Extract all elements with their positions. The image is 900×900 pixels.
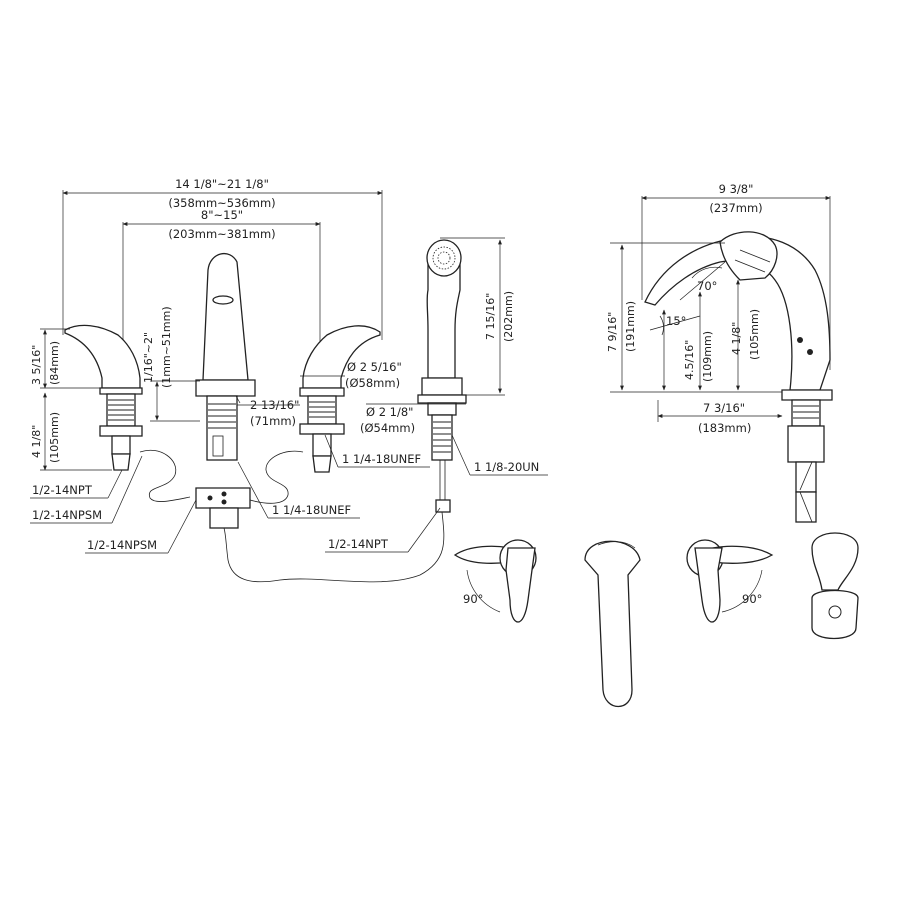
npt-left-label: 1/2-14NPT	[32, 483, 93, 497]
sprayer-base-dia-dimension: Ø 2 1/8" (Ø54mm)	[360, 403, 466, 435]
spout-top	[584, 540, 641, 707]
side-total-height-label: 7 9/16"	[606, 312, 619, 352]
side-width-mm-label: (237mm)	[709, 201, 762, 215]
side-width-dimension: 9 3/8" (237mm)	[641, 182, 831, 370]
side-view: 9 3/8" (237mm) 7 9/16"	[606, 182, 833, 523]
handle-height-dimension: 3 5/16" (84mm)	[30, 328, 100, 389]
side-width-label: 9 3/8"	[719, 182, 754, 196]
shank-height-dimension: 4 1/8" (105mm)	[30, 392, 112, 471]
top-view: 90° 90°	[453, 532, 859, 707]
angle-tilt-label: 15°	[666, 314, 686, 328]
side-reach-dimension: 7 3/16" (183mm)	[657, 400, 783, 435]
overall-width-dimension: 14 1/8"~21 1/8" (358mm~536mm)	[62, 177, 383, 340]
side-total-height-dimension: 7 9/16" (191mm)	[606, 242, 782, 393]
spout-center	[195, 252, 256, 529]
handle-height-mm-label: (84mm)	[48, 341, 61, 385]
side-spout-height-dimension: 4 1/8" (105mm)	[730, 279, 761, 391]
handle-height-label: 3 5/16"	[30, 345, 43, 385]
side-spout-height-mm-label: (105mm)	[748, 309, 761, 360]
npsm-center-label: 1/2-14NPSM	[87, 538, 157, 552]
sprayer-top	[811, 532, 859, 640]
spray-head-dots-icon	[432, 246, 456, 270]
right-handle-valve	[249, 325, 381, 504]
hand-sprayer	[223, 239, 467, 583]
left-rotation-label: 90°	[463, 592, 483, 606]
side-reach-label: 7 3/16"	[703, 401, 745, 415]
right-rotation-label: 90°	[742, 592, 762, 606]
side-outlet-height-label: 4.5/16"	[683, 340, 696, 380]
side-spout-height-label: 4 1/8"	[730, 322, 743, 355]
handle-base-dia-mm-label: (Ø58mm)	[345, 376, 400, 390]
sprayer-height-label: 7 15/16"	[484, 293, 497, 340]
center-width-mm-label: (203mm~381mm)	[168, 227, 275, 241]
center-width-dimension: 8"~15" (203mm~381mm)	[122, 208, 321, 345]
sprayer-base-dia-label: Ø 2 1/8"	[366, 405, 413, 419]
deck-thickness-label: 1/16"~2"	[142, 332, 155, 383]
side-reach-mm-label: (183mm)	[698, 421, 751, 435]
shank-height-label: 4 1/8"	[30, 425, 43, 458]
left-handle-top: 90°	[453, 539, 537, 623]
unef-right-valve-label: 1 1/4-18UNEF	[342, 452, 421, 466]
spout-base-mm-label: (71mm)	[250, 414, 296, 428]
spout-base-dimension: 2 13/16" (71mm)	[237, 398, 300, 428]
sprayer-thread-callouts: 1 1/8-20UN 1/2-14NPT	[325, 434, 548, 553]
spout-side-profile	[644, 231, 833, 523]
handle-base-dia-label: Ø 2 5/16"	[347, 360, 402, 374]
overall-width-mm-label: (358mm~536mm)	[168, 196, 275, 210]
handle-base-dia-dimension: Ø 2 5/16" (Ø58mm)	[300, 360, 402, 390]
front-view: 14 1/8"~21 1/8" (358mm~536mm) 8"~15" (20…	[30, 177, 548, 583]
un-sprayer-label: 1 1/8-20UN	[474, 460, 539, 474]
npt-sprayer-label: 1/2-14NPT	[328, 537, 389, 551]
left-thread-callouts: 1/2-14NPT 1/2-14NPSM 1/2-14NPSM	[30, 455, 197, 554]
side-outlet-height-dimension: 4.5/16" (109mm)	[662, 291, 714, 391]
side-total-height-mm-label: (191mm)	[624, 301, 637, 352]
sprayer-base-dia-mm-label: (Ø54mm)	[360, 421, 415, 435]
right-handle-top: 90°	[686, 539, 774, 623]
spout-base-label: 2 13/16"	[250, 398, 299, 412]
shank-height-mm-label: (105mm)	[48, 412, 61, 463]
sprayer-height-dimension: 7 15/16" (202mm)	[440, 237, 515, 396]
npsm-left-label: 1/2-14NPSM	[32, 508, 102, 522]
deck-thickness-dimension: 1/16"~2" (1mm~51mm)	[142, 306, 200, 422]
unef-spout-label: 1 1/4-18UNEF	[272, 503, 351, 517]
left-handle-valve	[64, 324, 191, 502]
overall-width-label: 14 1/8"~21 1/8"	[175, 177, 269, 191]
side-angles: 70° 15°	[649, 261, 726, 336]
deck-thickness-mm-label: (1mm~51mm)	[160, 306, 173, 388]
angle-top-label: 70°	[697, 279, 717, 293]
side-outlet-height-mm-label: (109mm)	[701, 331, 714, 382]
sprayer-height-mm-label: (202mm)	[502, 291, 515, 342]
spout-thread-callouts: 1 1/4-18UNEF 1 1/4-18UNEF	[237, 434, 430, 519]
center-width-label: 8"~15"	[201, 208, 243, 222]
